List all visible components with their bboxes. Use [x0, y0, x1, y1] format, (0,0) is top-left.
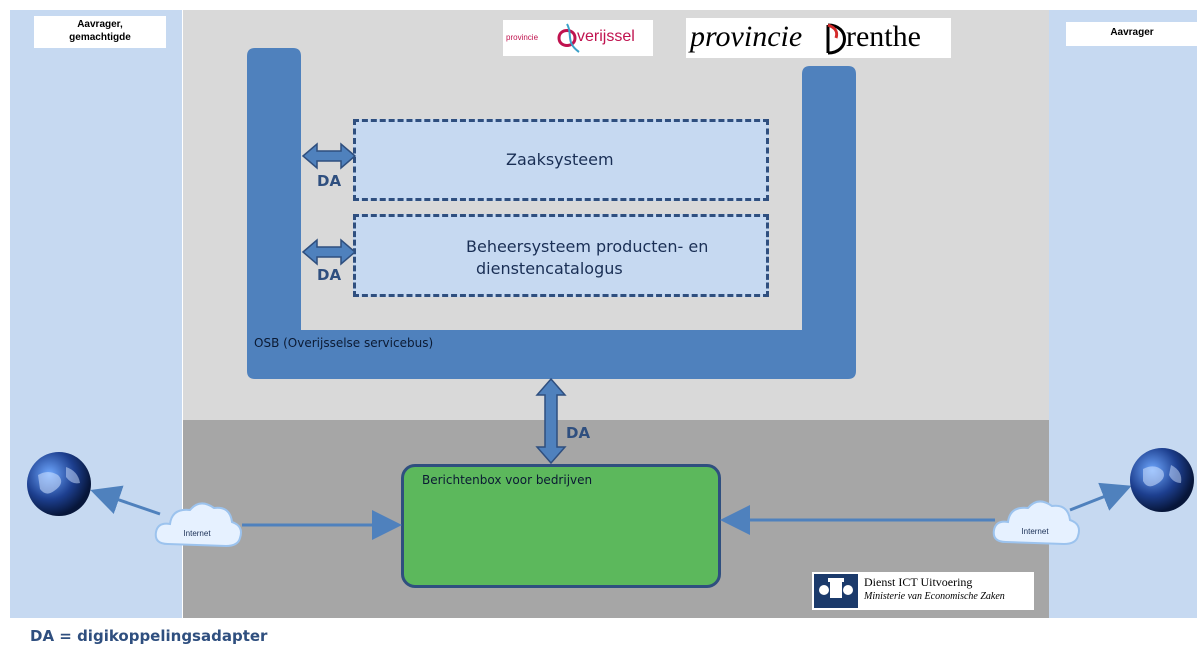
right-actor-panel: [1049, 10, 1197, 618]
logo-drenthe: provincie renthe: [686, 18, 951, 58]
cloud-label-right: Internet: [1021, 527, 1049, 536]
globe-icon-right: [1130, 448, 1194, 512]
overijssel-swoosh-icon: [557, 23, 580, 53]
right-actor-label: Aavrager: [1066, 22, 1198, 46]
coat-of-arms-icon: [814, 574, 858, 608]
dienst-ict-logo: Dienst ICT Uitvoering Ministerie van Eco…: [812, 572, 1034, 610]
line-right-cloud-to-globe: [1069, 482, 1132, 512]
osb-label: OSB (Overijsselse servicebus): [254, 336, 434, 350]
dienst-ict-line1: Dienst ICT Uitvoering: [864, 575, 973, 589]
da-label-zaaksysteem: DA: [317, 172, 342, 190]
cloud-icon-left: [154, 502, 242, 548]
osb-bus-shape: [247, 48, 856, 379]
dienst-ict-line2: Ministerie van Economische Zaken: [864, 591, 1005, 602]
berichtenbox-label: Berichtenbox voor bedrijven: [422, 473, 593, 487]
logo-overijssel: provincie verijssel: [503, 20, 653, 56]
da-arrow-beheersysteem: [301, 238, 357, 266]
beheersysteem-label-line2: dienstencatalogus: [476, 259, 623, 278]
da-arrow-berichtenbox: [535, 377, 567, 465]
left-actor-label: Aavrager, gemachtigde: [34, 16, 166, 48]
da-label-berichtenbox: DA: [566, 424, 591, 442]
left-actor-panel: [10, 10, 182, 618]
logo-overijssel-small-text: provincie: [506, 33, 539, 42]
beheersysteem-label-line1: Beheersysteem producten- en: [466, 237, 709, 256]
logo-overijssel-big-text: verijssel: [577, 28, 635, 45]
beheersysteem-box: Beheersysteem producten- en dienstencata…: [353, 214, 769, 297]
drenthe-d-icon: [826, 23, 846, 55]
da-arrow-zaaksysteem: [301, 142, 357, 170]
da-label-beheersysteem: DA: [317, 266, 342, 284]
berichtenbox: Berichtenbox voor bedrijven: [401, 464, 721, 588]
logo-drenthe-text-a: provincie: [690, 20, 803, 53]
cloud-icon-right: [992, 500, 1080, 546]
zaaksysteem-box: Zaaksysteem: [353, 119, 769, 201]
legend-text: DA = digikoppelingsadapter: [30, 627, 268, 645]
line-left-cloud-to-globe: [90, 485, 161, 516]
globe-icon-left: [27, 452, 91, 516]
zaaksysteem-label: Zaaksysteem: [506, 150, 614, 169]
cloud-label-left: Internet: [183, 529, 211, 538]
logo-drenthe-text-b: renthe: [846, 20, 921, 53]
